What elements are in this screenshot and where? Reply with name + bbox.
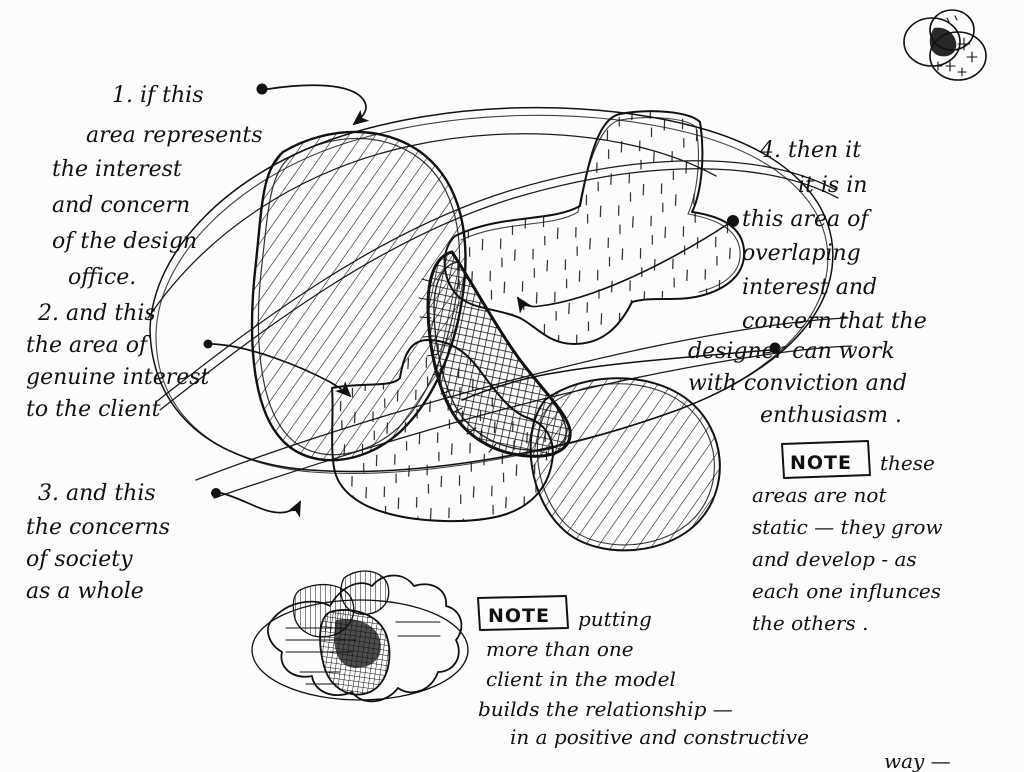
annotation-4-line-0: 4. then it bbox=[759, 138, 861, 163]
note-right-line-0: these bbox=[880, 451, 935, 475]
annotation-1-line-1: area represents bbox=[86, 123, 263, 148]
note-bottom-line-3: builds the relationship — bbox=[478, 697, 733, 721]
annotation-3: 3. and this the concerns of society as a… bbox=[26, 481, 170, 604]
annotation-4-line-7: with conviction and bbox=[688, 371, 907, 396]
annotation-1-line-5: office. bbox=[68, 265, 136, 290]
leader-dot-3 bbox=[211, 488, 221, 498]
note-bottom-line-4: in a positive and constructive bbox=[510, 725, 809, 749]
annotation-1-line-0: 1. if this bbox=[112, 83, 204, 108]
note-bottom-line-5: way — bbox=[884, 749, 951, 772]
note-bottom-line-2: client in the model bbox=[486, 667, 676, 691]
note-bottom-box bbox=[477, 595, 569, 631]
note-bottom-line-1: more than one bbox=[486, 637, 634, 661]
annotation-4-line-5: concern that the bbox=[742, 309, 927, 334]
annotation-1-line-3: and concern bbox=[52, 193, 190, 218]
note-right-line-4: each one influnces bbox=[752, 579, 941, 603]
annotation-4: 4. then it it is in this area of overlap… bbox=[688, 138, 927, 428]
annotation-2-line-1: the area of bbox=[26, 333, 151, 358]
annotation-3-line-3: as a whole bbox=[26, 579, 144, 604]
construction-curves bbox=[147, 133, 853, 499]
annotation-1: 1. if this area represents the interest … bbox=[52, 83, 263, 290]
thumb-top-right bbox=[903, 9, 987, 81]
annotation-4-line-2: this area of bbox=[742, 207, 872, 232]
leader-dot-2 bbox=[203, 339, 213, 349]
leader-lines bbox=[203, 83, 781, 518]
note-right-box bbox=[781, 440, 871, 479]
note-bottom-label: NOTE bbox=[488, 605, 550, 627]
annotation-4-line-3: overlaping bbox=[742, 241, 861, 266]
annotation-4-line-6: designer can work bbox=[688, 339, 895, 364]
annotation-4-line-8: enthusiasm . bbox=[760, 403, 902, 428]
leader-dot-4b bbox=[769, 342, 781, 354]
note-right-line-1: areas are not bbox=[752, 483, 887, 507]
annotation-1-line-4: of the design bbox=[52, 229, 197, 254]
annotation-3-line-2: of society bbox=[26, 547, 133, 572]
annotation-2-line-2: genuine interest bbox=[26, 365, 210, 390]
annotation-4-line-4: interest and bbox=[742, 275, 877, 300]
note-right-label: NOTE bbox=[790, 452, 852, 474]
note-right: NOTE these areas are not static — they g… bbox=[752, 451, 943, 635]
thumb-bottom-left bbox=[251, 570, 469, 703]
leader-dot-4a bbox=[727, 215, 739, 227]
region-overlap-core bbox=[418, 250, 572, 458]
annotation-4-line-1: it is in bbox=[798, 173, 867, 198]
annotation-3-line-0: 3. and this bbox=[38, 481, 156, 506]
annotation-2: 2. and this the area of genuine interest… bbox=[26, 301, 210, 422]
annotation-2-line-0: 2. and this bbox=[37, 301, 156, 326]
annotation-3-line-1: the concerns bbox=[26, 515, 170, 540]
note-right-line-5: the others . bbox=[752, 611, 868, 635]
annotation-2-line-3: to the client bbox=[26, 397, 161, 422]
leader-dot-1 bbox=[256, 83, 268, 95]
note-right-line-2: static — they grow bbox=[752, 515, 943, 539]
region-client-lobe bbox=[443, 110, 746, 345]
note-bottom: NOTE putting more than one client in the… bbox=[478, 605, 951, 772]
note-right-line-3: and develop - as bbox=[752, 547, 917, 571]
annotation-1-line-2: the interest bbox=[52, 157, 182, 182]
region-right-lobe bbox=[529, 377, 721, 552]
main-venn-sketch bbox=[147, 83, 853, 552]
note-bottom-line-0: putting bbox=[578, 607, 652, 631]
